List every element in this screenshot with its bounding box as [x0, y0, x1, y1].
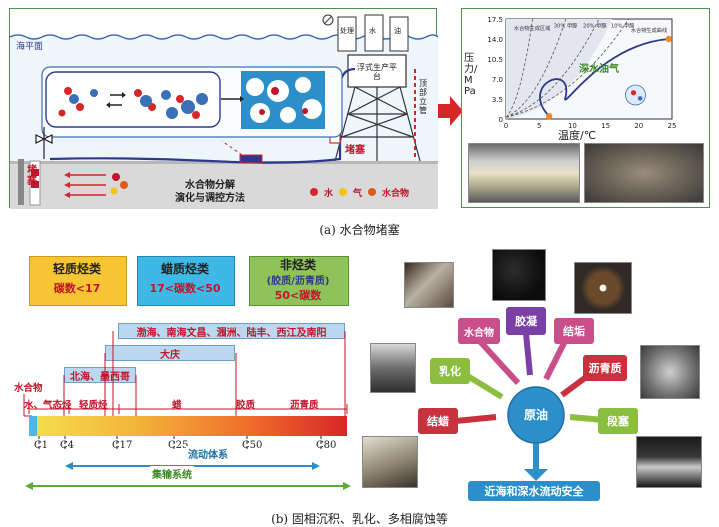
plug-label-left: 堵塞 [27, 165, 37, 187]
caption-b: (b) 固相沉积、乳化、多相腐蚀等 [271, 512, 448, 526]
region-label-2: 20% 甲醇 [583, 22, 607, 30]
class-box-light [29, 256, 127, 306]
class-wax-sub: 17<碳数<50 [149, 282, 221, 295]
problem-gelling: 胶凝 [506, 307, 546, 335]
safety-banner: 近海和深水流动安全 [468, 481, 600, 501]
photo-hydrate-sample [404, 262, 454, 308]
carbon-axis-graphic [23, 331, 351, 490]
phase-label-wax: 蜡 [172, 400, 182, 411]
molecule-inset-atom-2 [637, 96, 643, 101]
xtick-label-3: 15 [601, 122, 610, 129]
photo-emulsion [370, 343, 416, 393]
methanol-curve-1 [505, 18, 567, 118]
legend-hydrate-swatch [368, 188, 377, 196]
class-non-title: 非烃类 [279, 258, 316, 272]
carbon-tick-c50: C50 [242, 440, 263, 451]
tank-label-3: 油 [394, 27, 401, 35]
deepwater-annotation: 深水油气 [579, 62, 619, 75]
hydrate-label: 水合物 [14, 383, 43, 394]
methanol-curve-2 [505, 18, 600, 118]
legend: 水 气 水合物 [310, 185, 409, 199]
path-endpoint-1 [665, 35, 672, 43]
photo-pipe-plug-1 [468, 143, 580, 203]
platform-label: 浮式生产平台 [357, 63, 397, 81]
photo-slug-flow [636, 436, 702, 488]
xtick-label-5: 25 [668, 122, 677, 129]
photo-scaled-pipe [574, 262, 632, 314]
carbon-tick-c80: C80 [316, 440, 337, 451]
carbon-tick-c25: C25 [168, 440, 189, 451]
xtick-label-1: 5 [537, 122, 541, 129]
subsea-scene-graphic [10, 14, 438, 209]
region-label-3: 10% 甲醇 [611, 22, 635, 30]
problem-scaling: 结垢 [554, 318, 594, 344]
xtick-label-4: 20 [634, 122, 643, 129]
class-box-wax [137, 256, 235, 306]
methanol-curve-0 [505, 18, 533, 118]
chart-xlabel: 温度/℃ [558, 129, 597, 142]
ytick-label-1: 14.0 [487, 36, 503, 44]
region-label-4: 水合物生成曲线 [631, 26, 667, 34]
ytick-label-4: 3.5 [492, 96, 503, 104]
problem-slug: 段塞 [598, 408, 638, 434]
problem-hydrate: 水合物 [458, 318, 500, 344]
phase-label-gas: 水、气态烃 [24, 400, 72, 411]
flow-system-label: 流动体系 [186, 446, 230, 461]
deepwater-path [539, 38, 669, 117]
carbon-tick-c1: C1 [34, 440, 49, 451]
method-title-1: 水合物分解 [185, 180, 235, 191]
molecule-inset-icon [625, 84, 646, 106]
photo-asphaltene-deposit [640, 345, 700, 399]
chart-ylabel: 压力/MPa [464, 53, 478, 97]
hydrocarbon-classes: 轻质烃类 碳数<17 蜡质烃类 17<碳数<50 非烃类 (胶质/沥青质) 50… [9, 248, 357, 312]
carbon-tick-c17: C17 [112, 440, 133, 451]
panel-a-scene: 海平面 浮式生产平台 顶部立管 处理 水 油 堵塞 堵塞 水合物分解 演化与调控… [9, 8, 438, 209]
phase-label-resin: 胶质 [236, 400, 256, 411]
legend-gas-swatch [339, 188, 348, 196]
legend-water-swatch [310, 188, 318, 196]
region-label-1: 30% 甲醇 [554, 22, 578, 30]
photo-gelled-oil [492, 249, 546, 301]
riser-label: 顶部立管 [419, 79, 427, 115]
phase-diagram: 17.5 14.0 10.5 7.0 3.5 00 5 10 15 20 25 水合物生成区域 30% … [487, 16, 677, 129]
plug-label-right: 堵塞 [345, 145, 365, 156]
xtick-label-2: 10 [568, 122, 577, 129]
class-non-sub2: 50<碳数 [274, 289, 322, 302]
photo-pipe-plug-2 [584, 143, 704, 203]
phase-label-light: 轻质烃 [79, 400, 108, 411]
ytick-label-0: 17.5 [487, 16, 503, 24]
right-arrow-icon [438, 96, 463, 126]
region-label-0: 水合物生成区域 [514, 24, 550, 32]
methanol-curve-3 [505, 18, 630, 118]
class-light-title: 轻质烃类 [52, 262, 101, 276]
ytick-label-2: 10.5 [487, 56, 503, 64]
photo-waxy-pipe [362, 436, 418, 488]
class-box-nonhydrocarbon [249, 256, 349, 306]
hydrate-region-shade [506, 19, 613, 119]
legend-hydrate-label: 水合物 [382, 188, 410, 199]
hub-crude-oil: 原油 [523, 408, 548, 422]
ytick-label-3: 7.0 [492, 76, 503, 84]
caption-a: (a) 水合物堵塞 [319, 223, 400, 237]
class-non-sub: (胶质/沥青质) [266, 276, 330, 287]
carbon-tick-c4: C4 [60, 440, 75, 451]
xtick-label-0: 0 [504, 122, 508, 129]
path-endpoint-0 [545, 112, 553, 120]
legend-gas-label: 气 [353, 188, 363, 199]
ytick-label-5: 0 [499, 116, 503, 124]
tank-label-2: 水 [369, 27, 376, 35]
problem-asphaltene: 沥青质 [583, 355, 627, 381]
phase-label-asphaltene: 沥青质 [290, 400, 319, 411]
sea-level-label: 海平面 [16, 42, 44, 52]
legend-water-label: 水 [324, 188, 334, 199]
class-wax-title: 蜡质烃类 [160, 262, 209, 276]
method-title-2: 演化与调控方法 [175, 193, 245, 204]
problem-emulsion: 乳化 [430, 358, 470, 384]
tank-label-1: 处理 [340, 27, 354, 35]
problem-waxing: 结蜡 [418, 408, 458, 434]
class-light-sub: 碳数<17 [53, 282, 101, 295]
gathering-system-label: 集输系统 [150, 466, 194, 481]
molecule-inset-atom-1 [630, 90, 637, 96]
